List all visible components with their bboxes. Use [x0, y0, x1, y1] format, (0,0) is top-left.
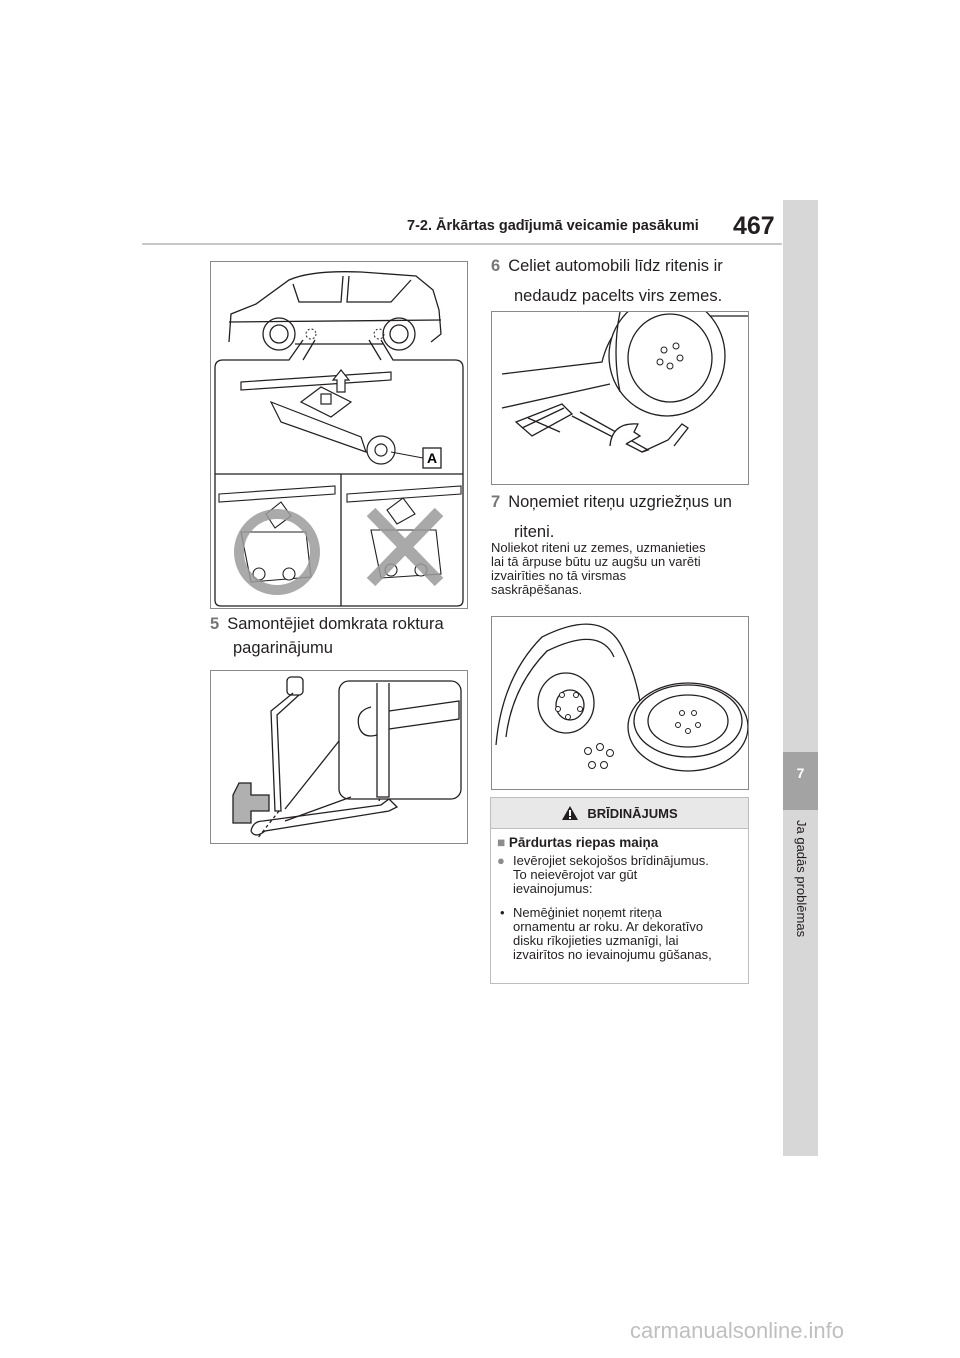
- warning-box: BRĪDINĀJUMS ■ Pārdurtas riepas maiņa ● I…: [490, 797, 749, 984]
- label-a: A: [427, 450, 437, 466]
- wheel-removed-figure: [491, 616, 749, 790]
- step-7-number: 7: [491, 493, 501, 511]
- note-line-3: izvairīties no tā virsmas: [491, 568, 627, 583]
- dot-bullet-icon: •: [500, 905, 505, 920]
- step-7: 7 Noņemiet riteņu uzgriežņus un riteni.: [491, 490, 771, 544]
- lift-car-figure: [491, 311, 749, 485]
- note-line-2: lai tā ārpuse būtu uz augšu un varēti: [491, 554, 701, 569]
- step-5-number: 5: [210, 615, 220, 633]
- chapter-side-tab: [783, 200, 818, 1156]
- step-6-text-1: Celiet automobili līdz ritenis ir: [508, 257, 723, 275]
- circle-bullet-icon: ●: [497, 853, 505, 868]
- jack-handle-figure: [210, 670, 468, 844]
- warning-item-2: • Nemēģiniet noņemt riteņa ornamentu ar …: [500, 905, 740, 962]
- chapter-label: Ja gadās problēmas: [794, 820, 809, 938]
- page-number: 467: [733, 212, 775, 240]
- step-7-text-1: Noņemiet riteņu uzgriežņus un: [508, 493, 732, 511]
- step-6-text-2: nedaudz pacelts virs zemes.: [514, 287, 723, 305]
- warning-item-2-line-1: Nemēģiniet noņemt riteņa: [513, 905, 662, 920]
- step-7-text-2: riteni.: [514, 523, 555, 541]
- note-line-1: Noliekot riteni uz zemes, uzmanieties: [491, 540, 706, 555]
- chapter-number-tab: [783, 752, 818, 810]
- warning-item-2-line-4: izvairītos no ievainojumu gūšanas,: [513, 947, 712, 962]
- warning-item-1-line-2: To neievērojot var gūt: [513, 867, 638, 882]
- warning-header: BRĪDINĀJUMS: [491, 798, 748, 829]
- step-6: 6 Celiet automobili līdz ritenis ir nedau…: [491, 254, 771, 308]
- note-line-4: saskrāpēšanas.: [491, 582, 583, 597]
- step-5: 5 Samontējiet domkrata roktura pagarināju…: [210, 612, 480, 660]
- header-rule: [142, 243, 782, 245]
- warning-item-1-line-1: Ievērojiet sekojošos brīdinājumus.: [513, 853, 709, 868]
- warning-triangle-icon: [562, 806, 579, 820]
- section-title: 7-2. Ārkārtas gadījumā veicamie pasākumi: [407, 218, 699, 234]
- watermark: carmanualsonline.info: [630, 1318, 845, 1343]
- warning-subtitle: ■ Pārdurtas riepas maiņa: [497, 835, 748, 850]
- warning-item-1: ● Ievērojiet sekojošos brīdinājumus. To …: [497, 853, 740, 896]
- warning-title: BRĪDINĀJUMS: [587, 805, 678, 821]
- square-bullet-icon: ■: [497, 835, 506, 850]
- step-5-text-2: pagarinājumu: [233, 639, 333, 657]
- step-6-number: 6: [491, 257, 501, 275]
- warning-item-1-line-3: ievainojumus:: [513, 881, 593, 896]
- warning-item-2-line-3: disku rīkojieties uzmanīgi, lai: [513, 933, 679, 948]
- jack-point-figure: A: [210, 261, 468, 609]
- warning-subtitle-text: Pārdurtas riepas maiņa: [508, 835, 659, 850]
- step-5-text-1: Samontējiet domkrata roktura: [227, 615, 444, 633]
- chapter-number: 7: [796, 765, 805, 781]
- warning-item-2-line-2: ornamentu ar roku. Ar dekoratīvo: [513, 919, 704, 934]
- wheel-placement-note: Noliekot riteni uz zemes, uzmanieties la…: [491, 541, 761, 597]
